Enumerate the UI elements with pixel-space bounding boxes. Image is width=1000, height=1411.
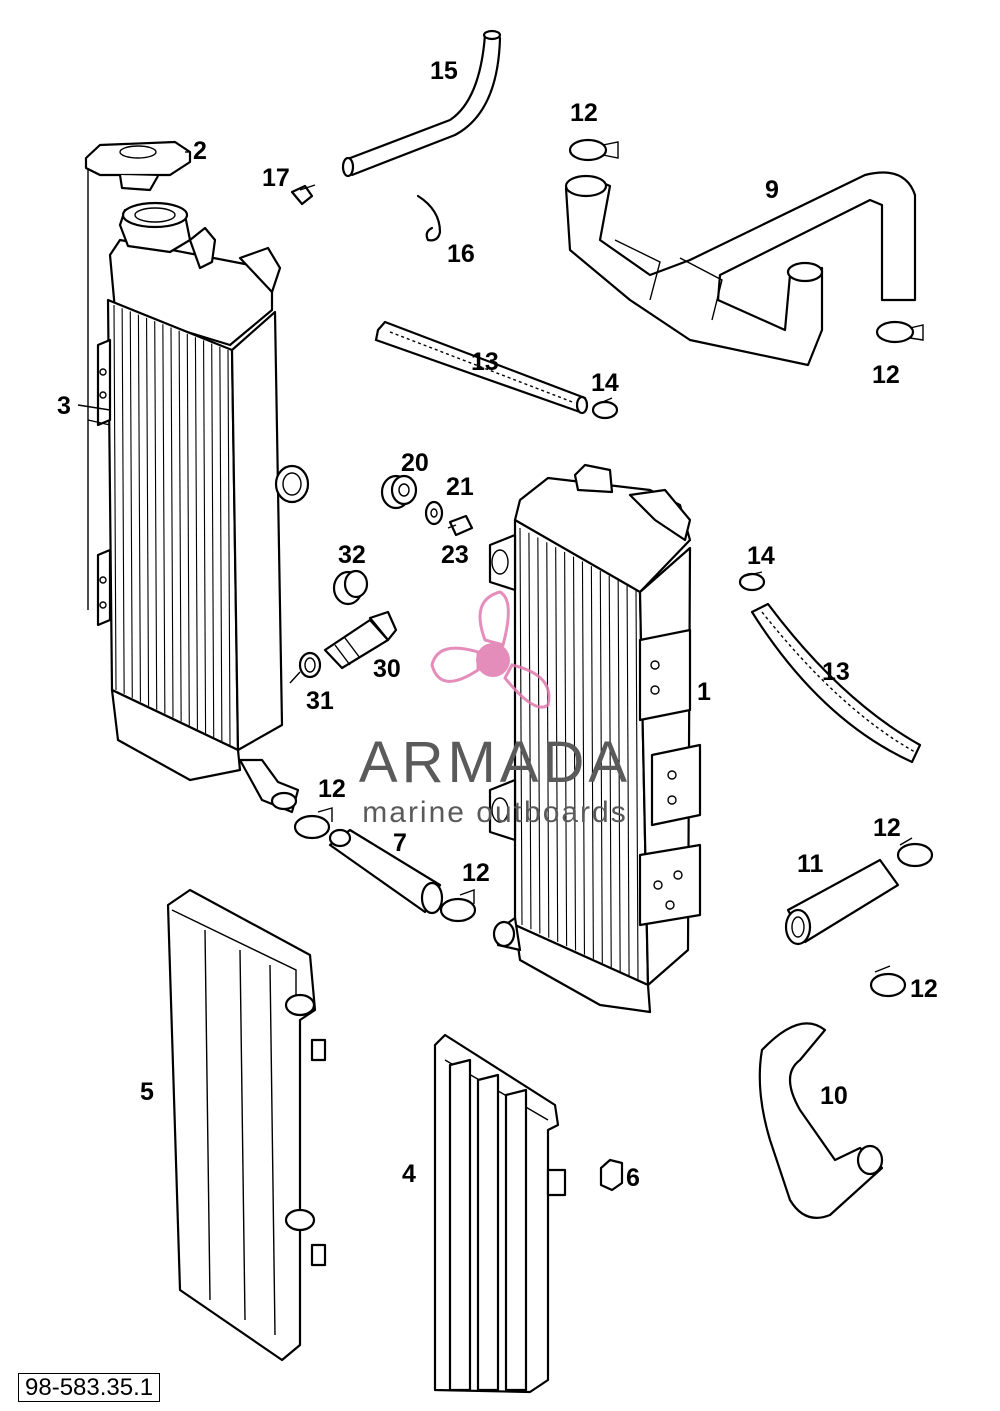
callout-9: 9 xyxy=(765,176,779,204)
watermark-tagline: marine outboards xyxy=(362,796,627,829)
callout-13-lower: 13 xyxy=(822,658,850,686)
bent-hose-10 xyxy=(758,1022,884,1219)
mounting-clip xyxy=(599,1158,624,1192)
callout-12-mid-left: 12 xyxy=(318,775,346,803)
callout-31: 31 xyxy=(306,687,334,715)
bolt-23 xyxy=(447,514,474,537)
drawing-number: 98-583.35.1 xyxy=(18,1373,161,1402)
right-radiator xyxy=(488,463,702,1014)
radiator-cap xyxy=(84,140,192,192)
callout-10: 10 xyxy=(820,1082,848,1110)
callout-4: 4 xyxy=(402,1160,416,1188)
hose-clamp-right-mid xyxy=(896,837,934,868)
straight-hose-7 xyxy=(328,828,444,915)
callout-12-right-mid: 12 xyxy=(873,814,901,842)
radiator-shroud-left xyxy=(166,888,327,1362)
callout-20: 20 xyxy=(401,449,429,477)
radiator-grille xyxy=(433,1033,567,1394)
callout-21: 21 xyxy=(446,473,474,501)
callout-labels: 1 2 3 4 5 6 7 9 10 11 12 12 12 12 12 12 … xyxy=(57,57,938,1192)
braided-hose-lower xyxy=(750,602,922,764)
grommet-20 xyxy=(380,474,418,510)
o-ring-31 xyxy=(298,651,322,679)
callout-3: 3 xyxy=(57,392,71,420)
callout-6: 6 xyxy=(626,1164,640,1192)
callout-12-top: 12 xyxy=(570,99,598,127)
callout-13-upper: 13 xyxy=(471,348,499,376)
armada-watermark: ARMADA marine outboards xyxy=(359,590,631,829)
hose-clamp-right xyxy=(875,320,924,344)
straight-hose-11 xyxy=(784,858,900,946)
hose-clip xyxy=(416,194,442,242)
callout-30: 30 xyxy=(373,655,401,683)
callout-1: 1 xyxy=(697,678,711,706)
callout-2: 2 xyxy=(193,137,207,165)
propeller-logo xyxy=(430,590,551,709)
watermark-brand: ARMADA xyxy=(359,730,631,795)
small-clamp-upper xyxy=(591,397,619,420)
callout-14-lower: 14 xyxy=(747,542,775,570)
leader-lines xyxy=(77,151,301,684)
washer-21 xyxy=(424,500,444,526)
y-hose xyxy=(564,171,917,367)
callout-5: 5 xyxy=(140,1078,154,1106)
callout-14-upper: 14 xyxy=(591,369,619,397)
vent-hose xyxy=(341,29,502,178)
braided-hose-upper xyxy=(374,320,589,415)
hose-clamp-mid xyxy=(439,889,477,923)
screw-17 xyxy=(290,184,316,206)
temperature-sensor-30 xyxy=(323,610,398,670)
hose-clamp-top xyxy=(568,138,619,162)
callout-16: 16 xyxy=(447,240,475,268)
hose-clamp-mid-left xyxy=(293,807,333,840)
callout-12-right-low: 12 xyxy=(910,975,938,1003)
plug-32 xyxy=(332,569,369,606)
callout-7: 7 xyxy=(393,829,407,857)
callout-17: 17 xyxy=(262,164,290,192)
callout-15: 15 xyxy=(430,57,458,85)
small-clamp-lower xyxy=(738,571,766,592)
hose-clamp-right-low xyxy=(869,965,907,998)
left-radiator xyxy=(87,170,310,814)
callout-12-mid: 12 xyxy=(462,859,490,887)
callout-12-right: 12 xyxy=(872,361,900,389)
callout-11: 11 xyxy=(797,850,824,878)
callout-23: 23 xyxy=(441,541,469,569)
callout-32: 32 xyxy=(338,541,366,569)
